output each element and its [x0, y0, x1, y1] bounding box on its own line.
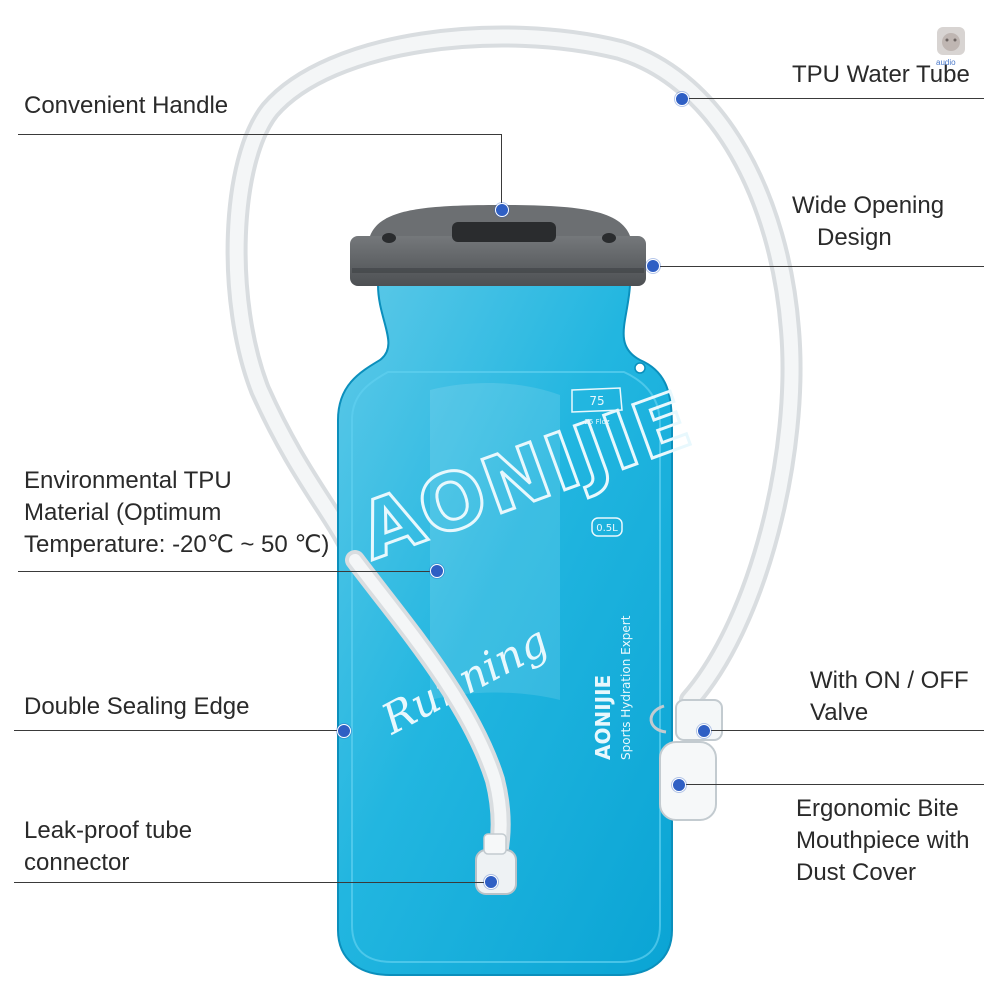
label-bite-mouthpiece: Ergonomic Bite Mouthpiece with Dust Cove…: [796, 795, 970, 886]
label-wide-opening: Wide Opening Design: [792, 192, 945, 251]
leader-line-mouthpiece: [679, 784, 984, 785]
label-convenient-handle: Convenient Handle: [24, 92, 229, 119]
marker-tpu-material: [430, 564, 444, 578]
marker-handle: [495, 203, 509, 217]
bladder-body: [337, 284, 673, 976]
marker-valve: [697, 724, 711, 738]
marker-connector: [484, 875, 498, 889]
label-environmental-tpu: Environmental TPU Material (Optimum Temp…: [24, 467, 330, 558]
marker-sealing: [337, 724, 351, 738]
marker-tpu-tube: [675, 92, 689, 106]
label-tpu-water-tube: TPU Water Tube: [792, 61, 970, 88]
leader-line-tpu-tube: [682, 98, 984, 99]
slide-seal-clip: [350, 236, 646, 286]
watermark-text: audio: [936, 58, 956, 67]
marker-mouthpiece: [672, 778, 686, 792]
tube-connector: [475, 849, 517, 895]
volume-badge-sub: 25 Floz: [584, 418, 609, 426]
leader-line-tpu-material: [18, 571, 436, 572]
label-tube-connector: Leak-proof tube connector: [24, 817, 193, 876]
tagline-text: Sports Hydration Expert: [619, 615, 633, 760]
leader-line-sealing: [14, 730, 344, 731]
leader-line-handle-h: [18, 134, 502, 135]
leader-line-valve: [704, 730, 984, 731]
volume-badge: 75: [589, 394, 604, 408]
marker-wide-opening: [646, 259, 660, 273]
label-double-sealing: Double Sealing Edge: [24, 693, 250, 720]
leader-line-wide-opening: [653, 266, 984, 267]
leader-line-handle-v: [501, 134, 502, 210]
bite-valve: [649, 699, 723, 821]
handle: [370, 205, 630, 236]
label-on-off-valve: With ON / OFF Valve: [810, 667, 969, 726]
capacity-mark: 0.5L: [596, 523, 618, 534]
brand-vertical-text: AONIJIE: [591, 675, 615, 760]
watermark-icon: [937, 27, 965, 55]
leader-line-connector: [14, 882, 491, 883]
